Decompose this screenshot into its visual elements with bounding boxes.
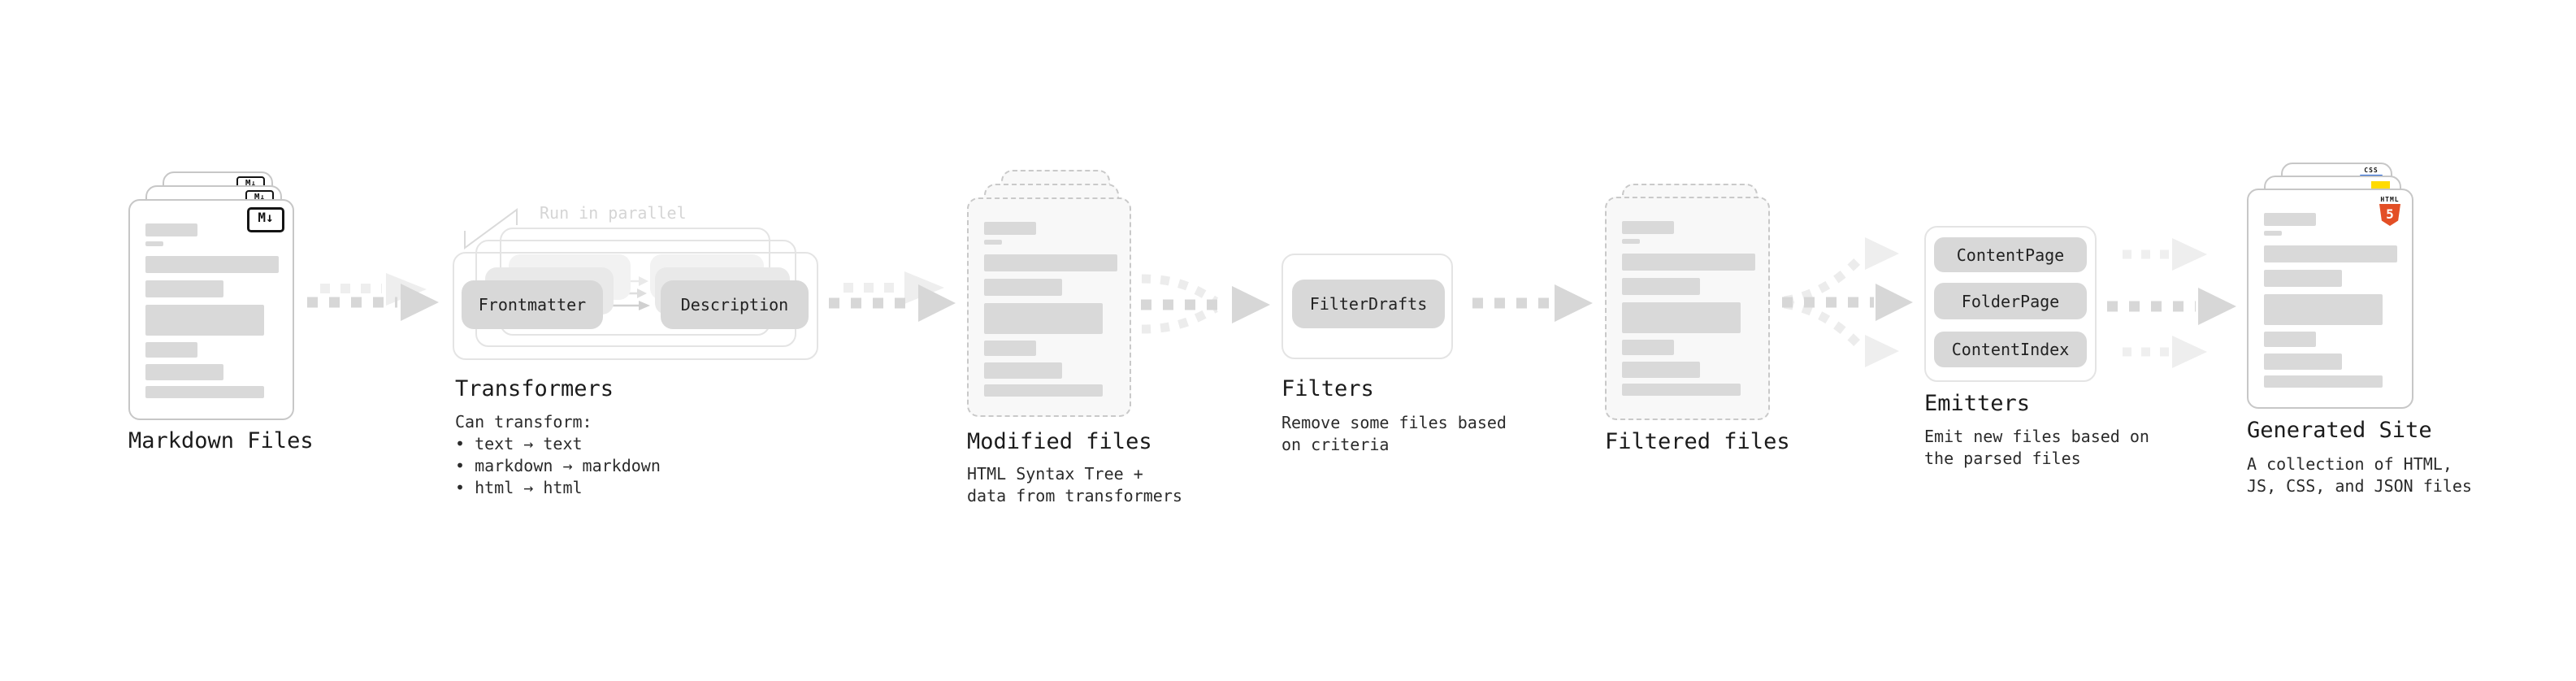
stage-label-transformers: Transformers xyxy=(455,376,614,401)
stage-label-filters: Filters xyxy=(1281,376,1374,401)
stage-sub-transformers: Can transform: • text → text • markdown … xyxy=(455,412,661,497)
text-bar xyxy=(1622,221,1674,234)
stage-sub-filters: Remove some files based on criteria xyxy=(1281,413,1507,454)
text-bar xyxy=(984,240,1002,245)
arrow-modified-to-filters-merge xyxy=(1141,274,1270,334)
text-bar xyxy=(1622,254,1755,271)
arrow-transformers-to-modified xyxy=(829,271,956,322)
stage-label-modified-files: Modified files xyxy=(967,429,1152,454)
text-bar xyxy=(2264,231,2282,236)
arrow-filters-to-filtered xyxy=(1472,284,1593,322)
text-bar xyxy=(145,305,264,336)
file-page-front: M↓ xyxy=(128,199,294,420)
text-bar xyxy=(984,254,1117,271)
file-page-front: HTML 5 xyxy=(2247,189,2413,409)
text-bar xyxy=(145,364,223,380)
text-bar xyxy=(984,279,1062,296)
run-in-parallel-annotation: Run in parallel xyxy=(540,203,687,223)
html5-icon: HTML 5 xyxy=(2379,196,2400,226)
text-bar xyxy=(984,362,1062,379)
arrow-markdown-to-transformers xyxy=(307,273,439,321)
stage-sub-generated-site: A collection of HTML, JS, CSS, and JSON … xyxy=(2247,454,2472,496)
emitter-folderpage: FolderPage xyxy=(1934,283,2087,319)
emitter-contentindex: ContentIndex xyxy=(1934,332,2087,367)
text-bar xyxy=(2264,375,2383,388)
text-bar xyxy=(1622,278,1700,295)
text-bar xyxy=(1622,239,1640,244)
text-bar xyxy=(2264,245,2397,262)
text-bar xyxy=(984,303,1103,334)
text-bar xyxy=(1622,362,1700,378)
text-bar xyxy=(1622,340,1674,355)
text-bar xyxy=(145,256,279,273)
transformer-frontmatter: Frontmatter xyxy=(462,280,603,329)
stage-sub-modified-files: HTML Syntax Tree + data from transformer… xyxy=(967,464,1182,505)
text-bar xyxy=(145,280,223,297)
text-bar xyxy=(1622,384,1741,396)
arrow-filtered-to-emitters-split xyxy=(1782,237,1913,367)
filter-filterdrafts: FilterDrafts xyxy=(1292,280,1445,328)
emitters-frame xyxy=(1924,226,2097,382)
transformer-frame-front xyxy=(453,252,818,360)
stage-label-generated-site: Generated Site xyxy=(2247,418,2432,443)
text-bar xyxy=(145,386,264,398)
text-bar xyxy=(1622,302,1741,333)
text-bar xyxy=(2264,213,2316,226)
text-bar xyxy=(2264,294,2383,325)
text-bar xyxy=(2264,270,2342,287)
text-bar xyxy=(984,384,1103,397)
stage-label-filtered-files: Filtered files xyxy=(1605,429,1790,454)
text-bar xyxy=(984,222,1036,235)
transformer-description: Description xyxy=(661,280,809,329)
text-bar xyxy=(2264,332,2316,347)
arrow-emitters-to-generated xyxy=(2107,238,2236,368)
text-bar xyxy=(145,223,197,236)
filters-frame xyxy=(1281,254,1453,359)
text-bar xyxy=(145,342,197,358)
markdown-icon: M↓ xyxy=(247,207,284,232)
stage-label-emitters: Emitters xyxy=(1924,391,2031,416)
javascript-icon xyxy=(2371,181,2390,189)
text-bar xyxy=(145,241,163,246)
file-page-front xyxy=(1605,197,1770,420)
stage-sub-emitters: Emit new files based on the parsed files xyxy=(1924,427,2149,468)
file-page-front xyxy=(967,197,1131,417)
text-bar xyxy=(2264,354,2342,370)
emitter-contentpage: ContentPage xyxy=(1934,237,2087,272)
stage-label-markdown-files: Markdown Files xyxy=(128,428,314,453)
text-bar xyxy=(984,340,1036,356)
